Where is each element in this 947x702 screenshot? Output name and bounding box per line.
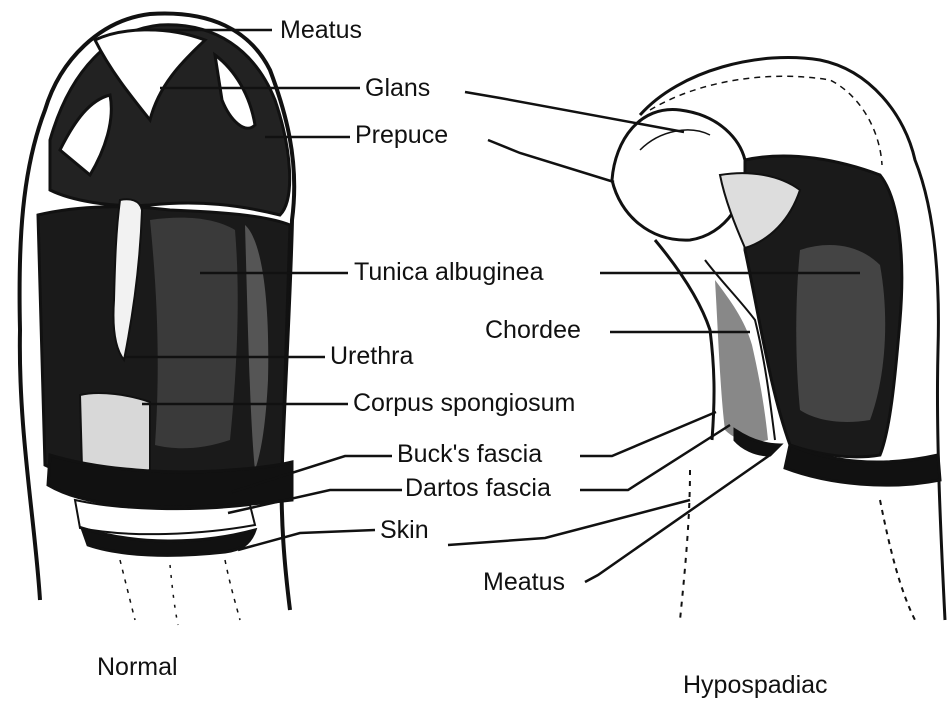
label-prepuce: Prepuce — [355, 123, 448, 148]
label-bucks-fascia: Buck's fascia — [397, 442, 542, 467]
leader-meatus-hypo — [585, 455, 770, 582]
label-meatus-hypospadiac: Meatus — [483, 570, 565, 595]
label-urethra: Urethra — [330, 344, 413, 369]
hypospadiac-penis-drawing — [612, 57, 945, 620]
label-glans: Glans — [365, 76, 430, 101]
normal-penis-drawing — [20, 13, 295, 625]
caption-hypospadiac: Hypospadiac — [683, 673, 828, 698]
label-corpus-spongiosum: Corpus spongiosum — [353, 391, 575, 416]
leader-bucks-right — [580, 412, 716, 456]
leader-dartos-right — [580, 425, 730, 490]
label-skin: Skin — [380, 518, 429, 543]
leader-glans-right — [465, 92, 684, 132]
label-meatus-normal: Meatus — [280, 18, 362, 43]
caption-normal: Normal — [97, 655, 178, 680]
leader-prepuce-right — [488, 140, 614, 182]
label-chordee: Chordee — [485, 318, 581, 343]
leader-skin-left — [238, 530, 375, 550]
leader-skin-right — [448, 500, 690, 545]
label-dartos-fascia: Dartos fascia — [405, 476, 551, 501]
label-tunica-albuginea: Tunica albuginea — [354, 260, 544, 285]
